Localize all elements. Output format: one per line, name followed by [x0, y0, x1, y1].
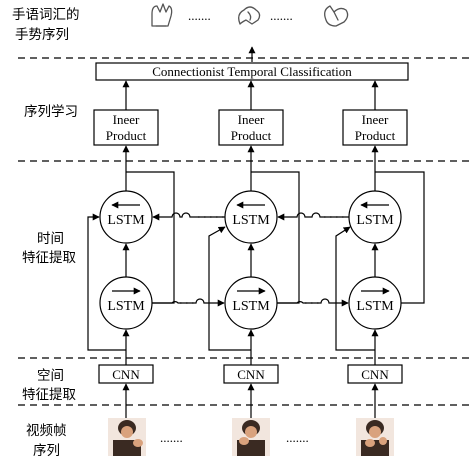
lstm-label: LSTM: [107, 299, 145, 314]
inner-product-box: [218, 109, 284, 146]
lstm-label: LSTM: [232, 213, 270, 228]
forward-output-connector: [375, 171, 425, 304]
lstm-label: LSTM: [107, 213, 145, 228]
label-temporal-line2: 特征提取: [22, 250, 76, 266]
label-video-frames-line1: 视频帧: [26, 423, 67, 439]
inner-product-label-line1: Ineer: [238, 112, 265, 127]
cnn-label: CNN: [361, 367, 389, 382]
label-sequence-learning: 序列学习: [24, 104, 78, 120]
frame-ellipsis: .......: [286, 430, 309, 445]
recurrent-connection-forward: [152, 298, 225, 307]
hand-gesture-icon: [238, 6, 261, 25]
lstm-label: LSTM: [356, 213, 394, 228]
label-spatial-line1: 空间: [37, 368, 64, 384]
lstm-label: LSTM: [356, 299, 394, 314]
inner-product-box: [342, 109, 408, 146]
label-gesture-sequence-line1: 手语词汇的: [12, 7, 80, 23]
recurrent-connection-forward: [277, 298, 349, 307]
ctc-label: Connectionist Temporal Classification: [152, 64, 352, 79]
video-frame-thumbnail: [356, 418, 394, 456]
frame-ellipsis: .......: [160, 430, 183, 445]
gesture-ellipsis: .......: [270, 8, 293, 23]
label-gesture-sequence-line2: 手势序列: [15, 27, 69, 43]
hand-gesture-icon: [151, 3, 173, 27]
inner-product-label-line2: Product: [355, 128, 396, 143]
recurrent-connection-backward: [277, 212, 349, 221]
cnn-label: CNN: [237, 367, 265, 382]
input-bypass-connector: [208, 226, 251, 351]
gesture-ellipsis: .......: [188, 8, 211, 23]
recurrent-connection-backward: [152, 212, 225, 221]
ctc-box: [95, 62, 409, 81]
input-bypass-connector: [87, 213, 126, 351]
label-spatial-line2: 特征提取: [22, 387, 76, 403]
label-temporal-line1: 时间: [37, 231, 64, 247]
cnn-label: CNN: [112, 367, 140, 382]
inner-product-label-line2: Product: [106, 128, 147, 143]
inner-product-label-line2: Product: [231, 128, 272, 143]
video-frame-thumbnail: [108, 418, 146, 456]
inner-product-label-line1: Ineer: [113, 112, 140, 127]
lstm-label: LSTM: [232, 299, 270, 314]
label-video-frames-line2: 序列: [33, 443, 60, 459]
hand-gesture-icon: [324, 5, 349, 27]
inner-product-box: [93, 109, 159, 146]
video-frame-thumbnail: [232, 418, 270, 456]
inner-product-label-line1: Ineer: [362, 112, 389, 127]
input-bypass-connector: [335, 226, 375, 351]
